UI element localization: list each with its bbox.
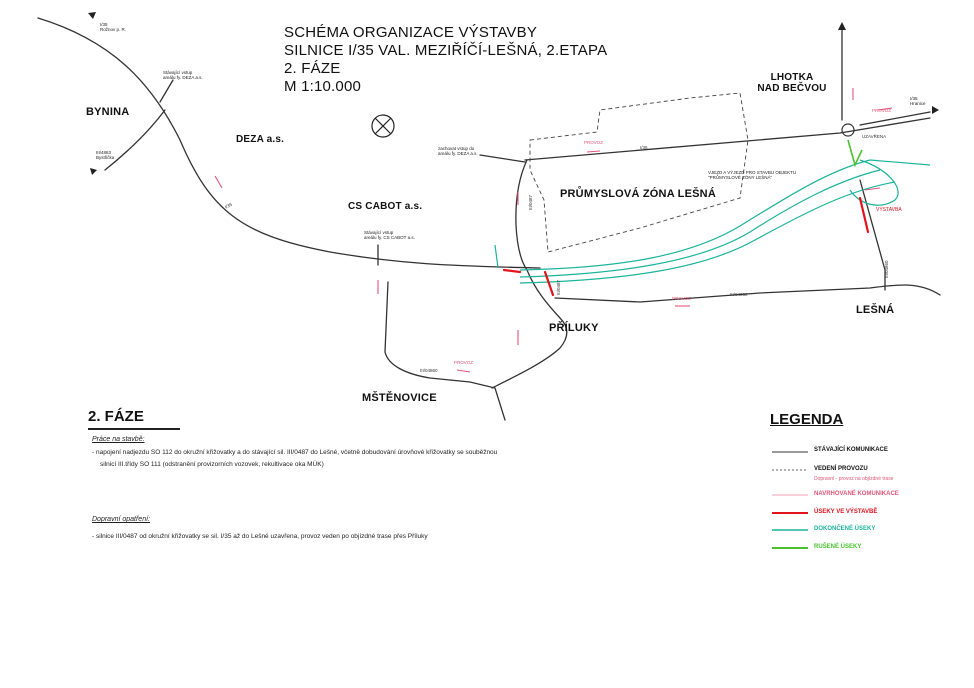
- tag-provoz-lesna: PROVOZ: [672, 296, 692, 301]
- road-bynina: [104, 109, 166, 171]
- note-deza-entry-2: zachovat vstup do areálu fy. DEZA a.s.: [438, 146, 478, 156]
- tag-r0487-south: III/0487: [556, 279, 561, 295]
- note-cabot-entry-line-2: areálu fy. CS CABOT a.s.: [364, 235, 415, 240]
- cancelled-segment: [847, 139, 863, 168]
- note-deza-entry-line-2: areálu fy. DEZA a.s.: [163, 75, 203, 80]
- legend-construction: ÚSEKY VE VÝSTAVBĚ: [814, 509, 878, 515]
- note-deza-entry-2-line-2: areálu fy. DEZA a.s.: [438, 151, 478, 156]
- arrow-north: [838, 22, 846, 30]
- place-mstenovice: MŠTĚNOVICE: [362, 392, 437, 404]
- tag-i35-east: I/35: [640, 145, 648, 150]
- note-dir-top-left-line-2: Rožnov p. R.: [100, 27, 127, 32]
- legend-proposed: NAVRHOVANÉ KOMUNIKACE: [814, 491, 899, 497]
- legend-swatches: [772, 451, 808, 549]
- title-line-4: M 1:10.000: [284, 78, 362, 95]
- note-dir-top-left-line-1: I/35: [100, 22, 108, 27]
- tag-r0487-north: III/0487: [528, 194, 533, 210]
- place-lesna: LEŠNÁ: [856, 304, 895, 316]
- tag-provoz-lhotka: PROVOZ: [872, 108, 892, 113]
- place-lhotka: LHOTKA NAD BEČVOU: [752, 72, 832, 94]
- note-dir-right-line-1: I/35: [910, 96, 918, 101]
- note-deza-entry-line-1: Stávající vstup: [163, 70, 193, 75]
- map-title: SCHÉMA ORGANIZACE VÝSTAVBY SILNICE I/35 …: [284, 24, 607, 96]
- legend-title: LEGENDA: [770, 411, 844, 428]
- phase-heading-rule: [88, 428, 180, 430]
- road-to-deza: [159, 79, 174, 103]
- legend-cancelled: RUŠENÉ ÚSEKY: [814, 544, 862, 550]
- works-heading: Práce na stavbě:: [92, 436, 145, 443]
- title-line-2: SILNICE I/35 VAL. MEZIŘÍČÍ-LEŠNÁ, 2.ETAP…: [284, 42, 608, 59]
- road-mstenovice: [384, 281, 506, 421]
- tag-uzavrena: UZAVŘENA: [862, 134, 887, 139]
- title-line-1: SCHÉMA ORGANIZACE VÝSTAVBY: [284, 24, 538, 41]
- completed-loop: [849, 159, 899, 206]
- legend-traffic: VEDENÍ PROVOZU: [814, 466, 868, 472]
- place-lhotka-line-2: NAD BEČVOU: [757, 83, 827, 94]
- road-r04860-south: [859, 179, 886, 291]
- tag-r04860-south: III/04860: [884, 260, 889, 278]
- legend-traffic-sub: Dopravní - provoz na objízdné trase: [814, 476, 894, 482]
- note-zone-access: VJEZD A VÝJEZD PRO STAVBU OBJEKTU "PRŮMY…: [708, 170, 796, 180]
- note-cabot-entry: Stávající vstup areálu fy. CS CABOT a.s.: [364, 230, 415, 240]
- works-line-2: silnicí III.třídy SO 111 (odstranění pro…: [100, 461, 324, 468]
- road-deza-spur: [479, 154, 526, 163]
- phase-heading: 2. FÁZE: [88, 408, 144, 425]
- industrial-zone-outline: [529, 92, 749, 253]
- note-zone-access-line-1: VJEZD A VÝJEZD PRO STAVBU OBJEKTU: [708, 170, 797, 175]
- completed-blue-spur: [494, 244, 499, 269]
- traffic-line-1: - silnice III/0487 od okružní křižovatky…: [92, 533, 428, 540]
- tag-r04860-lesna: III/04860: [730, 292, 748, 297]
- note-dir-left: III/4863 Bystřička: [96, 150, 114, 160]
- road-r0487-south: [491, 269, 568, 389]
- traffic-heading: Dopravní opatření:: [92, 516, 150, 523]
- place-bynina: BYNINA: [86, 106, 130, 118]
- legend-existing: STÁVAJÍCÍ KOMUNIKACE: [814, 447, 888, 453]
- note-dir-right: I/35 Hranice: [910, 96, 926, 106]
- place-industrial-zone: PRŮMYSLOVÁ ZÓNA LEŠNÁ: [560, 188, 716, 200]
- road-r0487-north: [515, 159, 528, 271]
- completed-main-3: [519, 181, 896, 284]
- road-priluky-lesna: [554, 284, 941, 303]
- arrow-sw: [90, 168, 97, 175]
- road-i35-east: [524, 117, 931, 161]
- note-zone-access-line-2: "PRŮMYSLOVÉ ZÓNY LEŠNÁ": [708, 175, 773, 180]
- completed-main-2: [519, 169, 881, 278]
- completed-main-1: [519, 159, 871, 271]
- note-deza-entry-2-line-1: zachovat vstup do: [438, 146, 475, 151]
- place-priluky: PŘÍLUKY: [549, 322, 599, 334]
- place-cs-cabot: CS CABOT a.s.: [348, 201, 423, 212]
- tag-provoz-i35: PROVOZ: [584, 140, 604, 145]
- compass-icon: [371, 114, 395, 138]
- note-dir-left-line-1: III/4863: [96, 150, 112, 155]
- direction-arrows: [88, 12, 939, 175]
- construction-sections: [502, 196, 870, 297]
- note-deza-entry: Stávající vstup areálu fy. DEZA a.s.: [163, 70, 203, 80]
- tag-vystavba: VÝSTAVBA: [876, 207, 902, 213]
- place-deza: DEZA a.s.: [236, 134, 285, 145]
- note-dir-right-line-2: Hranice: [910, 101, 926, 106]
- place-lhotka-line-1: LHOTKA: [770, 72, 814, 83]
- tag-r04860-mstenovice: III/04860: [420, 368, 438, 373]
- note-cabot-entry-line-1: Stávající vstup: [364, 230, 394, 235]
- completed-roads: [494, 159, 931, 284]
- title-line-3: 2. FÁZE: [284, 60, 341, 77]
- legend-completed: DOKONČENÉ ÚSEKY: [814, 526, 876, 532]
- completed-link-east: [869, 159, 931, 166]
- arrow-nw: [88, 12, 96, 19]
- note-dir-left-line-2: Bystřička: [96, 155, 115, 160]
- note-dir-top-left: I/35 Rožnov p. R.: [100, 22, 126, 32]
- road-lhotka-east: [859, 111, 931, 126]
- road-i35-west: [37, 17, 541, 269]
- existing-roads: [37, 17, 941, 421]
- tag-provoz-mstenovice: PROVOZ: [454, 360, 474, 365]
- traffic-markers: [214, 88, 893, 373]
- arrow-east: [932, 106, 939, 114]
- roundabout: [841, 123, 855, 137]
- works-line-1: - napojení nadjezdu SO 112 do okružní kř…: [92, 449, 498, 456]
